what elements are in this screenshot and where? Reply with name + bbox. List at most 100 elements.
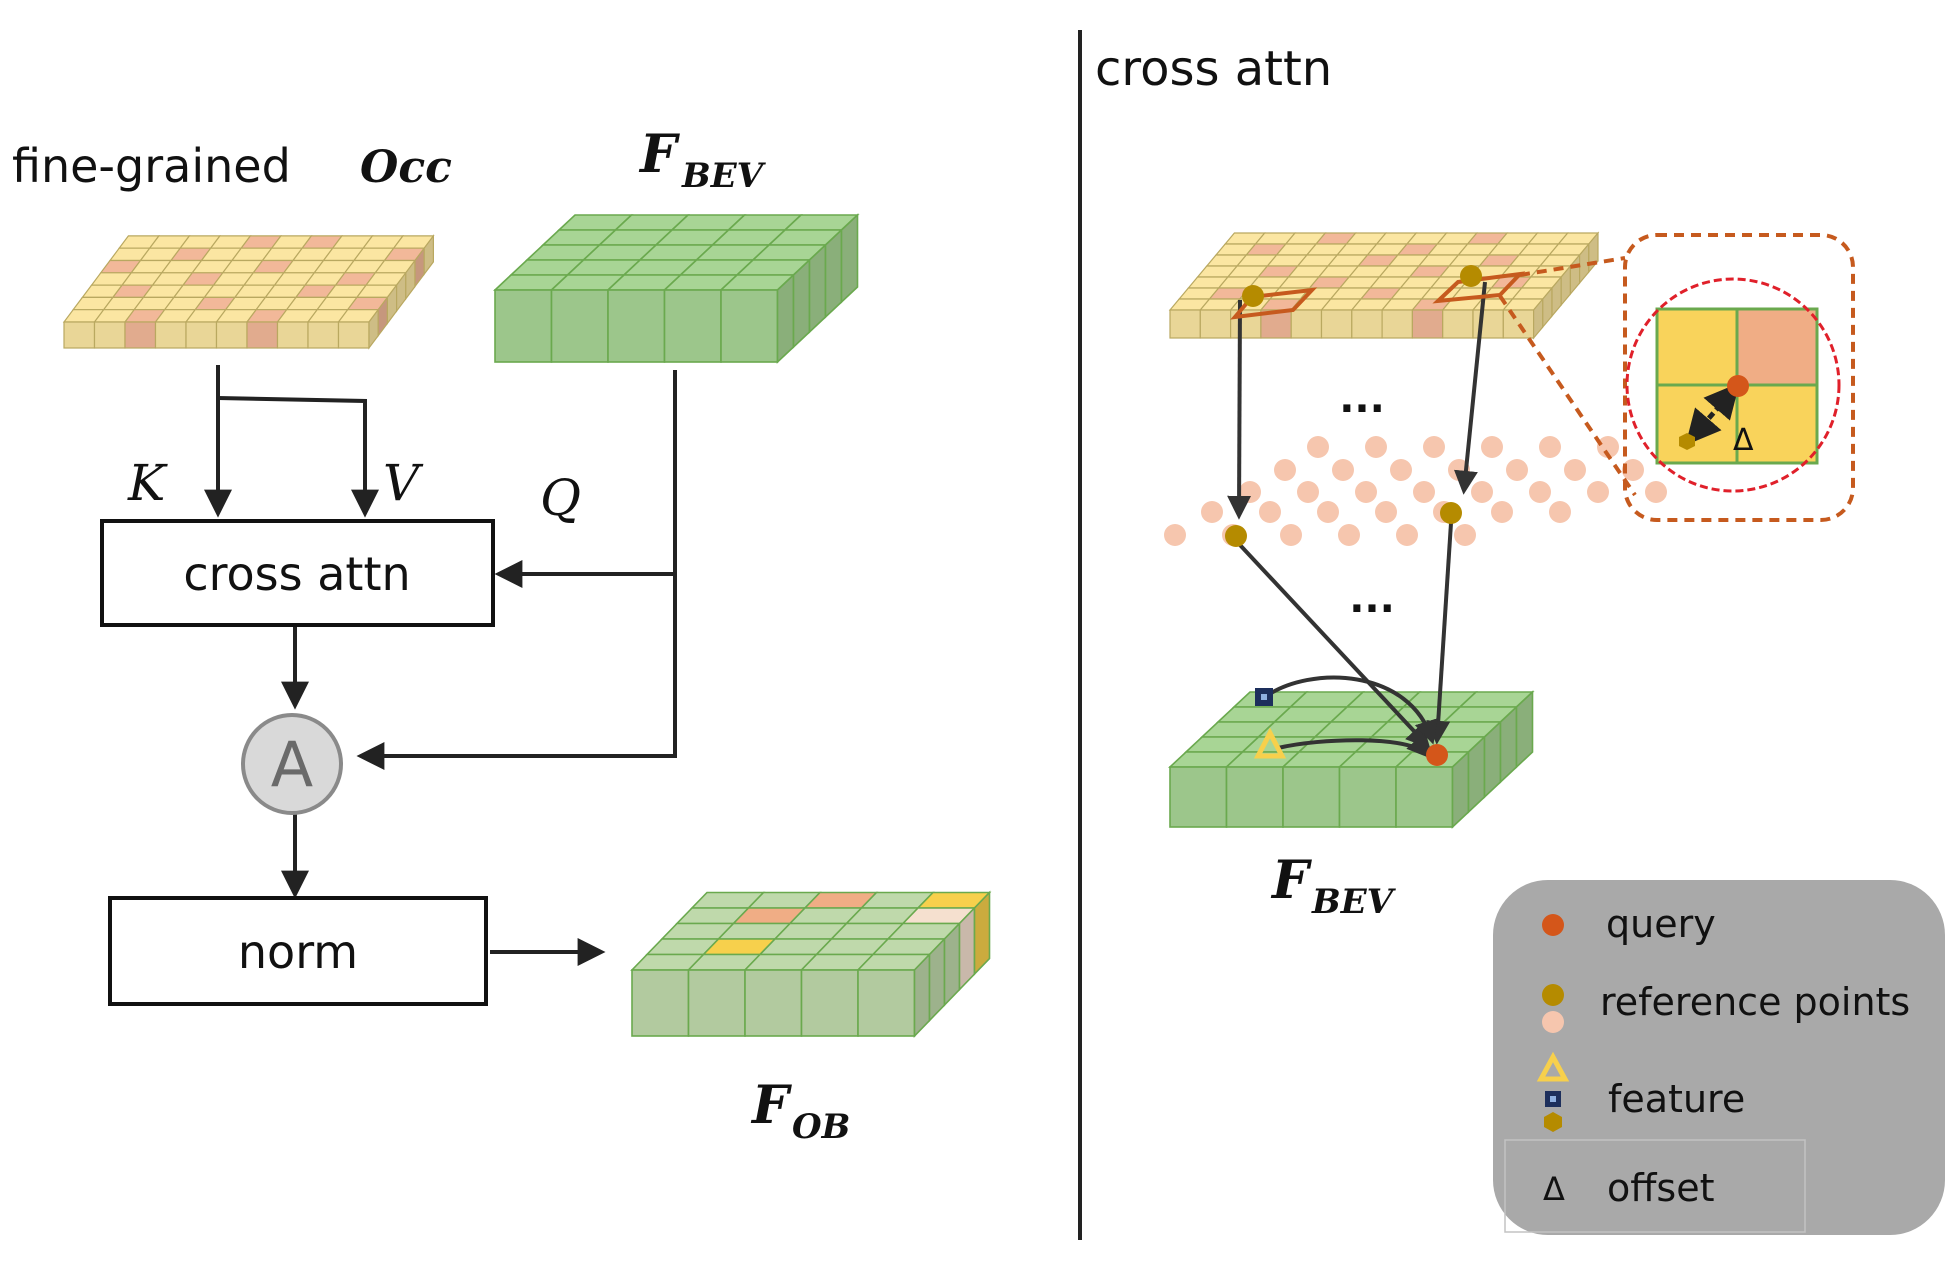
- grid-cell-side: [776, 273, 795, 364]
- grid-cell-side: [792, 258, 811, 349]
- grid-cell-side: [958, 906, 976, 992]
- grid-cell-front: [1338, 766, 1397, 828]
- ellipsis-top: ...: [1339, 376, 1385, 422]
- offset-arrow: [1685, 382, 1740, 446]
- reference-dot: [1259, 501, 1281, 523]
- grid-cell-front: [185, 321, 218, 349]
- fine-grained-occ-grid: [62, 234, 435, 350]
- norm-box: [108, 896, 488, 1006]
- query-arrow: [494, 370, 677, 588]
- grid-cell-front: [607, 289, 666, 363]
- reference-dot: [1506, 459, 1528, 481]
- grid-cell-front: [1351, 309, 1383, 339]
- reference-dot: [1274, 459, 1296, 481]
- grid-cell-front: [63, 321, 96, 349]
- zoom-radius-circle: [1625, 277, 1841, 493]
- cross-attn-box-label: cross attn: [183, 547, 410, 601]
- grid-cell-side: [928, 937, 946, 1023]
- grid-cell-side: [913, 952, 931, 1038]
- fbev-label-main: F: [638, 124, 680, 185]
- reference-dot: [1201, 501, 1223, 523]
- grid-cell-front: [1320, 309, 1353, 339]
- ref-point-top-right: [1460, 265, 1482, 287]
- ellipsis-bottom: ...: [1349, 576, 1395, 622]
- kv-arrows: [204, 365, 677, 966]
- ref-point-top-left: [1242, 285, 1264, 307]
- grid-cell-side: [973, 890, 991, 976]
- grid-cell-side: [840, 213, 859, 304]
- query-point-bottom: [1426, 744, 1448, 766]
- grid-cell-front: [1199, 309, 1232, 339]
- proj-arrow-right: [1453, 281, 1487, 495]
- legend-ref-pink-icon: [1542, 1011, 1564, 1033]
- projection-arrows: [1227, 281, 1487, 759]
- grid-cell-front: [154, 321, 187, 349]
- sample-arrow-right: [1426, 522, 1453, 745]
- legend-offset-frame: [1504, 1139, 1806, 1233]
- grid-cell-front: [1411, 309, 1444, 339]
- feature-curve-triangle: [1277, 732, 1432, 759]
- fbev-grid-right: [1167, 690, 1535, 829]
- reference-dot: [1338, 524, 1360, 546]
- zoom-cell-tl: [1655, 307, 1739, 387]
- sample-arrow-left: [1238, 543, 1431, 749]
- add-circle: [241, 713, 343, 815]
- residual-arrow: [356, 574, 677, 770]
- grid-cell-front: [215, 321, 248, 349]
- reference-dot: [1239, 481, 1261, 503]
- legend-offset-label: offset: [1607, 1166, 1715, 1210]
- grid-cell-front: [1282, 766, 1341, 828]
- zoom-cell-tr: [1735, 307, 1819, 387]
- grid-cell-front: [337, 321, 370, 349]
- reference-dot: [1539, 436, 1561, 458]
- fbev-label-sub: BEV: [681, 156, 767, 196]
- reference-dot: [1297, 481, 1319, 503]
- grid-cell-front: [307, 321, 340, 349]
- reference-dot: [1365, 436, 1387, 458]
- grid-cell-front: [631, 969, 690, 1037]
- reference-dot: [1587, 481, 1609, 503]
- grid-cell-front: [1169, 766, 1228, 828]
- key-label: K: [127, 454, 168, 512]
- zoom-callout: [1498, 233, 1855, 522]
- zoom-line-bottom: [1498, 294, 1637, 497]
- reference-dot: [1471, 481, 1493, 503]
- left-panel: fine-grained Occ F BEV K V Q cross attn …: [12, 124, 992, 1147]
- reference-dot: [1549, 501, 1571, 523]
- reference-dot: [1375, 501, 1397, 523]
- reference-dot: [1317, 501, 1339, 523]
- reference-dot: [1164, 524, 1186, 546]
- grid-cell-side: [943, 921, 961, 1007]
- query-label: Q: [540, 469, 581, 527]
- reference-dot: [1413, 481, 1435, 503]
- grid-cell-front: [494, 289, 553, 363]
- grid-cell-side: [1515, 690, 1534, 769]
- reference-dot: [1481, 436, 1503, 458]
- feature-triangle-marker: [1253, 727, 1287, 759]
- legend-query-icon: [1542, 914, 1564, 936]
- reference-dots-cloud: [1164, 436, 1667, 546]
- zoom-delta-label: Δ: [1733, 423, 1754, 458]
- sampling-parallelogram-right: [1432, 271, 1526, 304]
- grid-cell-side: [423, 234, 434, 277]
- legend-feature-triangle-icon: [1536, 1051, 1570, 1082]
- occ-grid-right: [1168, 231, 1600, 340]
- legend-background: [1493, 880, 1945, 1235]
- legend-feature-square-inner: [1550, 1096, 1556, 1102]
- right-panel: cross attn ... ...: [1095, 41, 1945, 1235]
- grid-cell-front: [663, 289, 722, 363]
- grid-cell-front: [720, 289, 779, 363]
- grid-cell-side: [824, 228, 843, 319]
- reference-dot: [1454, 524, 1476, 546]
- legend: query reference points feature Δ offset: [1493, 880, 1945, 1235]
- cross-attn-box: [100, 519, 495, 627]
- fob-label-main: F: [750, 1075, 792, 1136]
- grid-cell-front: [744, 969, 803, 1037]
- reference-dot: [1355, 481, 1377, 503]
- reference-dot: [1307, 436, 1329, 458]
- reference-dot: [1390, 459, 1412, 481]
- right-fbev-label-main: F: [1270, 850, 1312, 911]
- proj-arrow-left: [1227, 299, 1252, 520]
